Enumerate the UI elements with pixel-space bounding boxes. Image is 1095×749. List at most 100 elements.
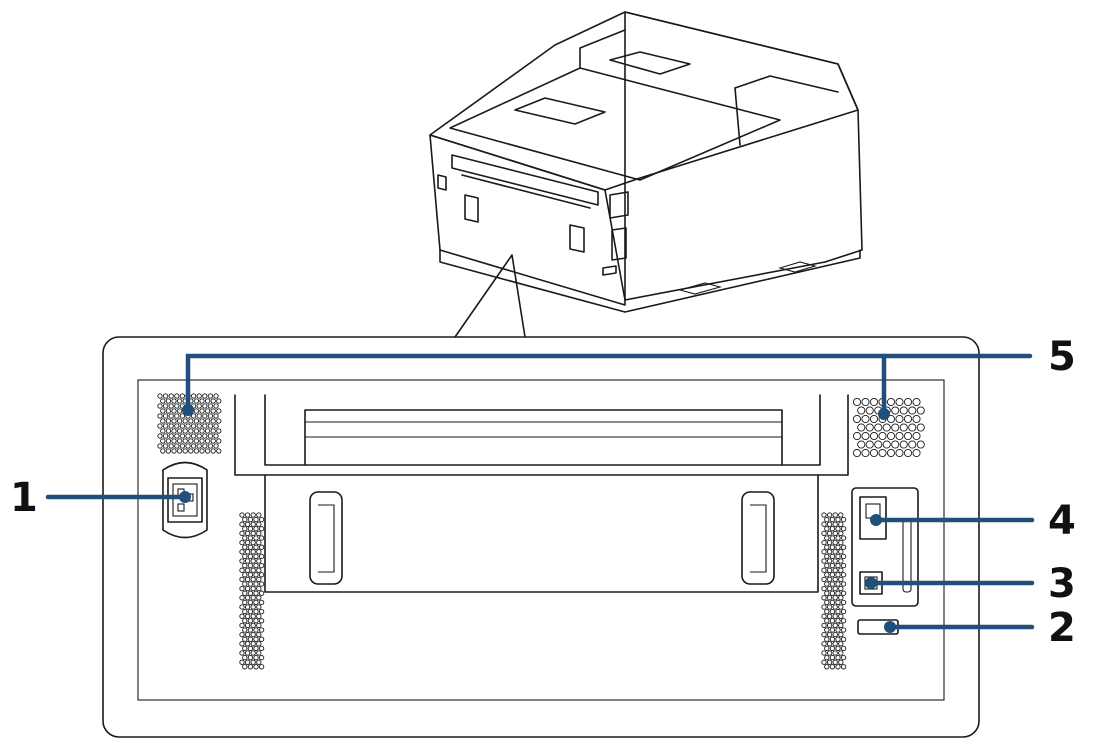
vent-hole: [162, 443, 169, 449]
vent-hole: [829, 664, 836, 670]
vent-hole: [829, 581, 836, 587]
vent-hole: [840, 590, 847, 596]
vent-hole: [840, 654, 847, 661]
vent-hole: [821, 576, 827, 583]
vent-hole: [916, 423, 925, 432]
vent-hole: [826, 549, 833, 555]
vent-hole: [250, 567, 256, 573]
vent-hole: [250, 641, 256, 647]
vent-hole: [824, 608, 830, 615]
vent-hole: [242, 526, 248, 532]
vent-hole: [826, 650, 833, 656]
vent-hole: [247, 636, 254, 642]
vent-hole: [256, 521, 262, 527]
vent-hole: [835, 636, 841, 642]
vent-hole: [174, 413, 180, 419]
vent-hole: [916, 406, 925, 415]
vent-hole: [250, 613, 256, 619]
vent-hole: [824, 654, 830, 661]
vent-hole: [242, 645, 248, 652]
vent-hole: [840, 553, 847, 560]
vent-hole: [857, 440, 866, 449]
vent-hole: [165, 398, 172, 404]
vent-hole: [838, 631, 844, 638]
vent-hole: [176, 408, 183, 414]
vent-hole: [832, 622, 838, 629]
vent-hole: [182, 418, 188, 424]
vent-hole: [242, 627, 248, 633]
vent-hole: [239, 650, 245, 656]
vent-hole: [838, 595, 844, 601]
vent-hole: [829, 544, 836, 550]
vent-hole: [253, 516, 259, 523]
vent-hole: [190, 393, 197, 399]
vent-hole: [821, 530, 827, 537]
vent-hole: [256, 576, 262, 583]
vent-hole: [244, 622, 251, 629]
vent-hole: [239, 585, 245, 592]
vent-hole: [250, 558, 256, 564]
vent-hole: [857, 406, 866, 415]
vent-hole: [829, 535, 836, 541]
vent-hole: [829, 562, 836, 569]
vent-hole: [253, 636, 259, 642]
vent-hole: [207, 403, 214, 409]
vent-hole: [821, 567, 827, 573]
vent-hole: [160, 398, 166, 404]
vent-hole: [869, 448, 879, 458]
vent-hole: [202, 403, 208, 409]
vent-hole: [244, 530, 251, 537]
vent-hole: [160, 418, 166, 424]
vent-hole: [886, 414, 896, 424]
vent-hole: [216, 448, 222, 454]
vent-hole: [247, 645, 254, 652]
vent-hole: [250, 576, 256, 583]
vent-hole: [193, 418, 200, 424]
vent-hole: [182, 448, 188, 454]
vent-hole: [861, 414, 870, 424]
vent-hole: [213, 423, 219, 429]
vent-hole: [835, 544, 841, 550]
vent-hole: [253, 553, 259, 560]
vent-hole: [193, 428, 200, 434]
vent-hole: [821, 604, 827, 610]
vent-hole: [838, 530, 844, 537]
vent-hole: [199, 428, 205, 434]
vent-hole: [916, 440, 925, 449]
vent-hole: [256, 650, 262, 656]
vent-hole: [190, 443, 197, 449]
vent-hole: [256, 595, 262, 601]
vent-hole: [179, 433, 186, 439]
vent-hole: [253, 627, 259, 633]
vent-hole: [835, 627, 841, 633]
vent-hole: [878, 431, 887, 441]
vent-hole: [253, 590, 259, 596]
vent-hole: [157, 413, 163, 419]
vent-hole: [912, 431, 921, 441]
vent-hole: [253, 562, 259, 569]
vent-hole: [912, 448, 921, 458]
vent-hole: [838, 613, 844, 619]
vent-hole: [821, 585, 827, 592]
vent-bottom-right: [821, 512, 847, 670]
vent-hole: [196, 433, 202, 439]
vent-bottom-left: [239, 512, 265, 670]
vent-hole: [244, 613, 251, 619]
vent-hole: [182, 438, 188, 444]
vent-hole: [176, 398, 183, 404]
vent-hole: [835, 581, 841, 587]
vent-hole: [857, 423, 866, 432]
vent-hole: [207, 433, 214, 439]
vent-hole: [242, 636, 248, 642]
vent-hole: [196, 393, 202, 399]
vent-hole: [835, 608, 841, 615]
vent-hole: [829, 627, 836, 633]
vent-hole: [886, 431, 896, 441]
vent-hole: [176, 438, 183, 444]
vent-hole: [242, 516, 248, 523]
vent-hole: [838, 650, 844, 656]
vent-hole: [168, 433, 174, 439]
vent-hole: [188, 428, 194, 434]
vent-hole: [247, 664, 254, 670]
vent-hole: [821, 641, 827, 647]
